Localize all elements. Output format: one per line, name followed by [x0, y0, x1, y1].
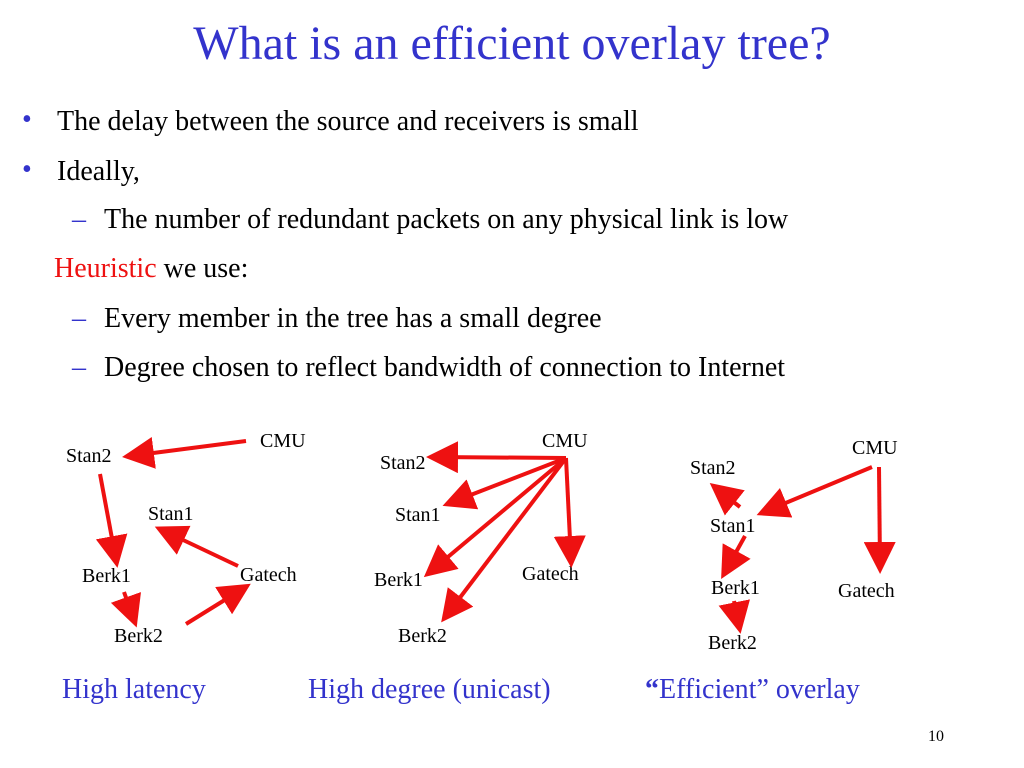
bullet-dot-icon: •: [22, 154, 32, 185]
slide-title: What is an efficient overlay tree?: [193, 17, 831, 70]
node-label: Stan2: [690, 457, 736, 479]
node-label: Stan1: [710, 515, 756, 537]
edge-arrow: [426, 441, 567, 474]
edge-arrow: [110, 591, 141, 628]
edge-arrow: [442, 456, 567, 510]
node-label: Gatech: [522, 563, 579, 585]
edge-arrow: [756, 465, 873, 518]
node-label: Berk2: [398, 625, 447, 647]
sub-item: Degree chosen to reflect bandwidth of co…: [104, 352, 786, 383]
edge-arrow: [863, 466, 896, 574]
node-label: Berk1: [82, 565, 131, 587]
node-label: Berk2: [708, 632, 757, 654]
diagram-efficient-overlay: CMU Stan2 Stan1 Gatech Berk1 Berk2: [690, 437, 898, 654]
bullet-dot-icon: •: [22, 104, 32, 135]
dash-icon: –: [72, 352, 86, 383]
edge-arrow: [718, 599, 750, 634]
heuristic-line: Heuristic we use:: [54, 253, 248, 285]
caption-text: Efficient” overlay: [659, 674, 860, 705]
edge-arrow: [709, 483, 745, 516]
node-label: Gatech: [240, 564, 297, 586]
page-number: 10: [928, 728, 944, 745]
caption-high-latency: High latency: [62, 674, 206, 705]
edge-arrow: [423, 456, 568, 578]
dash-icon: –: [72, 204, 86, 235]
node-label: Berk1: [374, 569, 423, 591]
node-label: Stan1: [148, 503, 194, 525]
edge-arrow: [95, 473, 128, 568]
bullet-item: Ideally,: [57, 156, 140, 187]
edge-arrow: [721, 535, 751, 579]
node-label: Stan2: [66, 445, 112, 467]
node-label: CMU: [260, 430, 306, 452]
diagram-high-degree: CMU Stan2 Stan1 Gatech Berk1 Berk2: [374, 430, 588, 647]
edge-arrow: [553, 457, 586, 568]
diagram-high-latency: CMU Stan2 Stan1 Gatech Berk1 Berk2: [66, 430, 306, 647]
edge-arrow: [122, 437, 247, 469]
bullet-item: The delay between the source and receive…: [57, 106, 639, 137]
node-label: CMU: [852, 437, 898, 459]
node-label: CMU: [542, 430, 588, 452]
node-label: Stan2: [380, 452, 426, 474]
node-label: Gatech: [838, 580, 895, 602]
edge-arrow: [441, 456, 568, 623]
heuristic-rest: we use:: [156, 253, 249, 284]
caption-efficient-overlay: “Efficient” overlay: [645, 674, 860, 706]
sub-item: The number of redundant packets on any p…: [104, 204, 789, 235]
caption-quote: “: [645, 674, 659, 705]
edge-arrow: [154, 525, 239, 568]
caption-high-degree: High degree (unicast): [308, 674, 551, 705]
node-label: Stan1: [395, 504, 441, 526]
node-label: Berk1: [711, 577, 760, 599]
dash-icon: –: [72, 303, 86, 334]
edge-arrow: [184, 583, 251, 626]
node-label: Berk2: [114, 625, 163, 647]
sub-item: Every member in the tree has a small deg…: [104, 303, 602, 334]
heuristic-highlight: Heuristic: [54, 253, 157, 284]
